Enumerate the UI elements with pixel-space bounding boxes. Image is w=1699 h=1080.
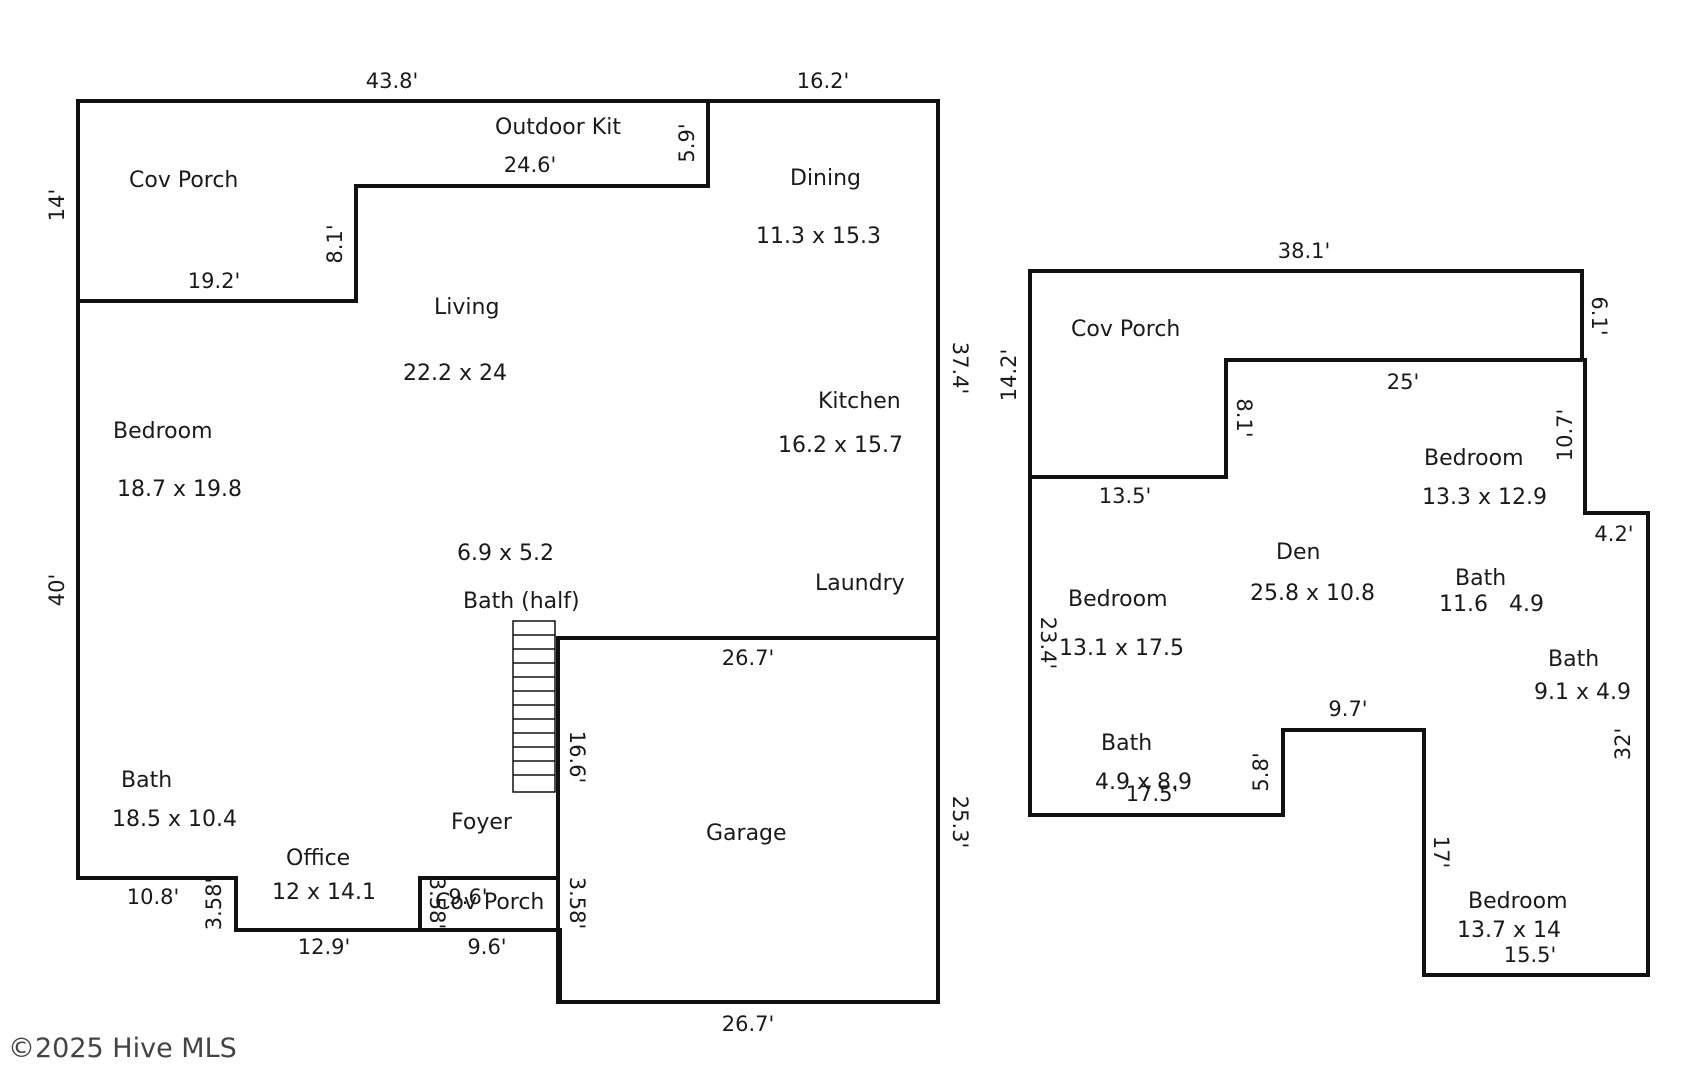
- dim-bottom-office: 12.9': [298, 935, 351, 959]
- floor-2-porch-wall: [1028, 358, 1584, 479]
- dim-left-lower: 40': [45, 574, 69, 607]
- room-bath-half-name: Bath (half): [463, 589, 580, 614]
- room2-bedroom-top-name: Bedroom: [1424, 446, 1524, 471]
- dim-porch-width: 19.2': [188, 269, 241, 293]
- room-office-name: Office: [286, 846, 350, 871]
- dim-garage-top: 26.7': [722, 646, 775, 670]
- room-office-dims: 12 x 14.1: [272, 880, 376, 905]
- dim-outdoor-kit-depth: 5.9': [675, 123, 699, 162]
- room2-bath-middle-dims: 11.6 4.9: [1439, 592, 1544, 617]
- room-bath-half-dims: 6.9 x 5.2: [457, 541, 554, 566]
- room-outdoor-kit-name: Outdoor Kit: [495, 115, 621, 140]
- dim2-right-lower: 32': [1611, 728, 1635, 761]
- dim2-bottom-notch-width: 9.7': [1328, 697, 1367, 721]
- dim-right-lower: 25.3': [948, 796, 972, 849]
- room-bedroom-name: Bedroom: [113, 419, 213, 444]
- room2-bath-right-dims: 9.1 x 4.9: [1534, 680, 1631, 705]
- entry-porch-wall: [418, 876, 560, 932]
- dim2-bottom-bath-step: 5.8': [1249, 752, 1273, 791]
- garage-wall: [556, 636, 940, 1004]
- floor-2-outer-wall: [1028, 269, 1650, 977]
- dim-porch-step: 8.1': [323, 224, 347, 263]
- dim2-right-upper: 10.7': [1553, 409, 1577, 462]
- room2-bath-middle-name: Bath: [1455, 566, 1506, 591]
- room-living-name: Living: [434, 295, 499, 320]
- room-bath-dims: 18.5 x 10.4: [112, 807, 237, 832]
- room-dining-name: Dining: [790, 166, 861, 191]
- dim2-top: 38.1': [1278, 239, 1331, 263]
- room2-den-name: Den: [1276, 540, 1320, 565]
- room2-cov-porch-name: Cov Porch: [1071, 317, 1180, 342]
- dim2-bottom-bedroom: 15.5': [1504, 943, 1557, 967]
- dim-top-left: 43.8': [366, 69, 419, 93]
- dim2-top-right: 6.1': [1587, 296, 1611, 335]
- dim2-bottom-bath-width: 17.5': [1126, 782, 1179, 806]
- dim2-porch-bottom: 13.5': [1099, 484, 1152, 508]
- room-kitchen-name: Kitchen: [818, 389, 901, 414]
- floor-2-plan: 38.1' 6.1' 14.2' 23.4' 25' 8.1' 13.5' 10…: [997, 239, 1650, 977]
- room2-bath-small-name: Bath: [1101, 731, 1152, 756]
- dim2-left-upper: 14.2': [997, 349, 1021, 402]
- room-garage-name: Garage: [706, 821, 787, 846]
- dim-garage-left-upper: 16.6': [565, 731, 589, 784]
- room2-bath-right-name: Bath: [1548, 647, 1599, 672]
- floor-1-plan: 43.8' 16.2' 14' 40' 37.4' 25.3' 10.8' 3.…: [45, 69, 972, 1036]
- staircase: [512, 620, 556, 793]
- dim-bottom-porch: 9.6': [467, 935, 506, 959]
- dim-right-upper: 37.4': [948, 342, 972, 395]
- room2-bedroom-bottom-dims: 13.7 x 14: [1457, 918, 1561, 943]
- dim-entry-porch-top: 9.6': [448, 885, 487, 909]
- room-laundry-name: Laundry: [815, 571, 905, 596]
- dim-bottom-step: 3.58': [202, 878, 226, 931]
- room2-bedroom-left-name: Bedroom: [1068, 587, 1168, 612]
- room-bedroom-dims: 18.7 x 19.8: [117, 477, 242, 502]
- room2-bedroom-bottom-name: Bedroom: [1468, 889, 1568, 914]
- room-entry-porch-name: Cov Porch: [435, 890, 544, 915]
- room2-bedroom-top-dims: 13.3 x 12.9: [1422, 485, 1547, 510]
- room-foyer-name: Foyer: [451, 810, 513, 835]
- copyright-watermark: ©2025 Hive MLS: [8, 1033, 237, 1064]
- room-kitchen-dims: 16.2 x 15.7: [778, 433, 903, 458]
- room-living-dims: 22.2 x 24: [403, 361, 507, 386]
- dim-bottom-left: 10.8': [127, 885, 180, 909]
- dim2-bottom-notch-depth: 17': [1429, 836, 1453, 869]
- dim2-left-lower: 23.4': [1036, 617, 1060, 670]
- dim2-right-step: 4.2': [1594, 522, 1633, 546]
- dim2-porch-inner-depth: 8.1': [1232, 398, 1256, 437]
- dim2-porch-inner-width: 25': [1387, 370, 1420, 394]
- room-bath-name: Bath: [121, 768, 172, 793]
- dim-garage-bottom: 26.7': [722, 1012, 775, 1036]
- room2-bath-small-dims: 4.9 x 8.9: [1095, 770, 1192, 795]
- dim-entry-porch-left: 3.58': [425, 877, 449, 930]
- room2-bedroom-left-dims: 13.1 x 17.5: [1059, 636, 1184, 661]
- dim-top-right: 16.2': [797, 69, 850, 93]
- room-cov-porch-name: Cov Porch: [129, 168, 238, 193]
- dim-outdoor-kit-width: 24.6': [504, 153, 557, 177]
- dim-garage-left-lower: 3.58': [565, 877, 589, 930]
- outdoor-kitchen-wall: [76, 99, 710, 303]
- dim-left-upper: 14': [45, 189, 69, 222]
- room-dining-dims: 11.3 x 15.3: [756, 224, 881, 249]
- room2-den-dims: 25.8 x 10.8: [1250, 581, 1375, 606]
